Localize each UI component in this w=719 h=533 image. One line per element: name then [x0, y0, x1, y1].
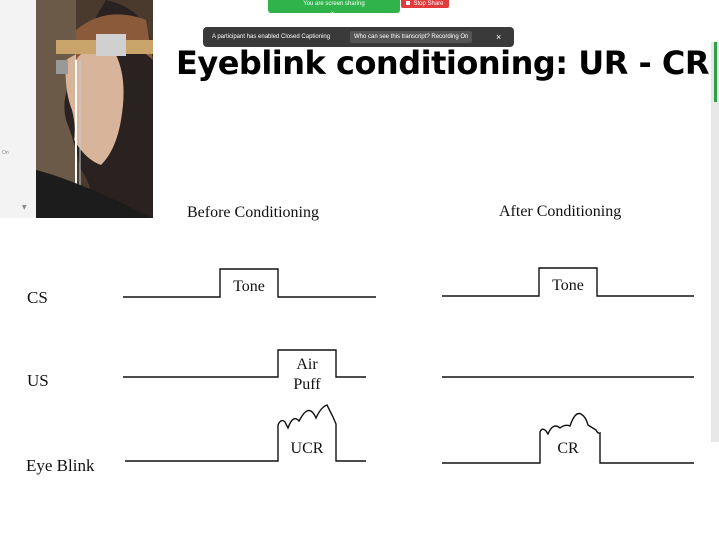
- caption-notification: A participant has enabled Closed Caption…: [203, 27, 514, 47]
- after-conditioning-heading: After Conditioning: [499, 203, 622, 220]
- sharing-status-text: You are screen sharing: [303, 1, 365, 7]
- after-cs-trace: [442, 267, 694, 297]
- before-us-label-line1: Air: [296, 356, 318, 373]
- chevron-down-icon[interactable]: ▼: [22, 204, 27, 211]
- notification-message: A participant has enabled Closed Caption…: [212, 34, 331, 40]
- before-blink-label: UCR: [290, 440, 324, 457]
- close-icon[interactable]: ×: [496, 32, 502, 42]
- slide-title: Eyeblink conditioning: UR - CR: [176, 44, 710, 82]
- stop-share-label: Stop Share: [413, 1, 444, 7]
- screen-sharing-bar[interactable]: You are screen sharing: [268, 0, 400, 13]
- scrollbar-thumb[interactable]: [714, 42, 717, 102]
- webcam-person-image: [36, 0, 153, 218]
- before-us-trace: [123, 349, 366, 378]
- before-cs-label: Tone: [233, 278, 265, 295]
- panel-status: On: [2, 150, 9, 156]
- scrollbar[interactable]: [711, 42, 719, 442]
- before-cs-trace: [123, 268, 376, 298]
- stop-share-button[interactable]: Stop Share: [401, 0, 449, 8]
- webcam-video: [36, 0, 153, 218]
- after-blink-label: CR: [557, 440, 579, 457]
- before-us-label-line2: Puff: [293, 376, 321, 393]
- row-label-cs: CS: [27, 288, 48, 307]
- row-label-eye-blink: Eye Blink: [26, 456, 95, 475]
- after-cs-label: Tone: [552, 277, 584, 294]
- row-label-us: US: [27, 371, 49, 390]
- chevron-down-icon[interactable]: ⌄: [330, 8, 336, 15]
- transcript-info-link[interactable]: Who can see this transcript? Recording O…: [350, 31, 473, 43]
- before-blink-trace: [125, 404, 366, 462]
- after-blink-trace: [442, 412, 694, 464]
- stop-icon: [406, 1, 411, 6]
- before-conditioning-heading: Before Conditioning: [187, 204, 319, 221]
